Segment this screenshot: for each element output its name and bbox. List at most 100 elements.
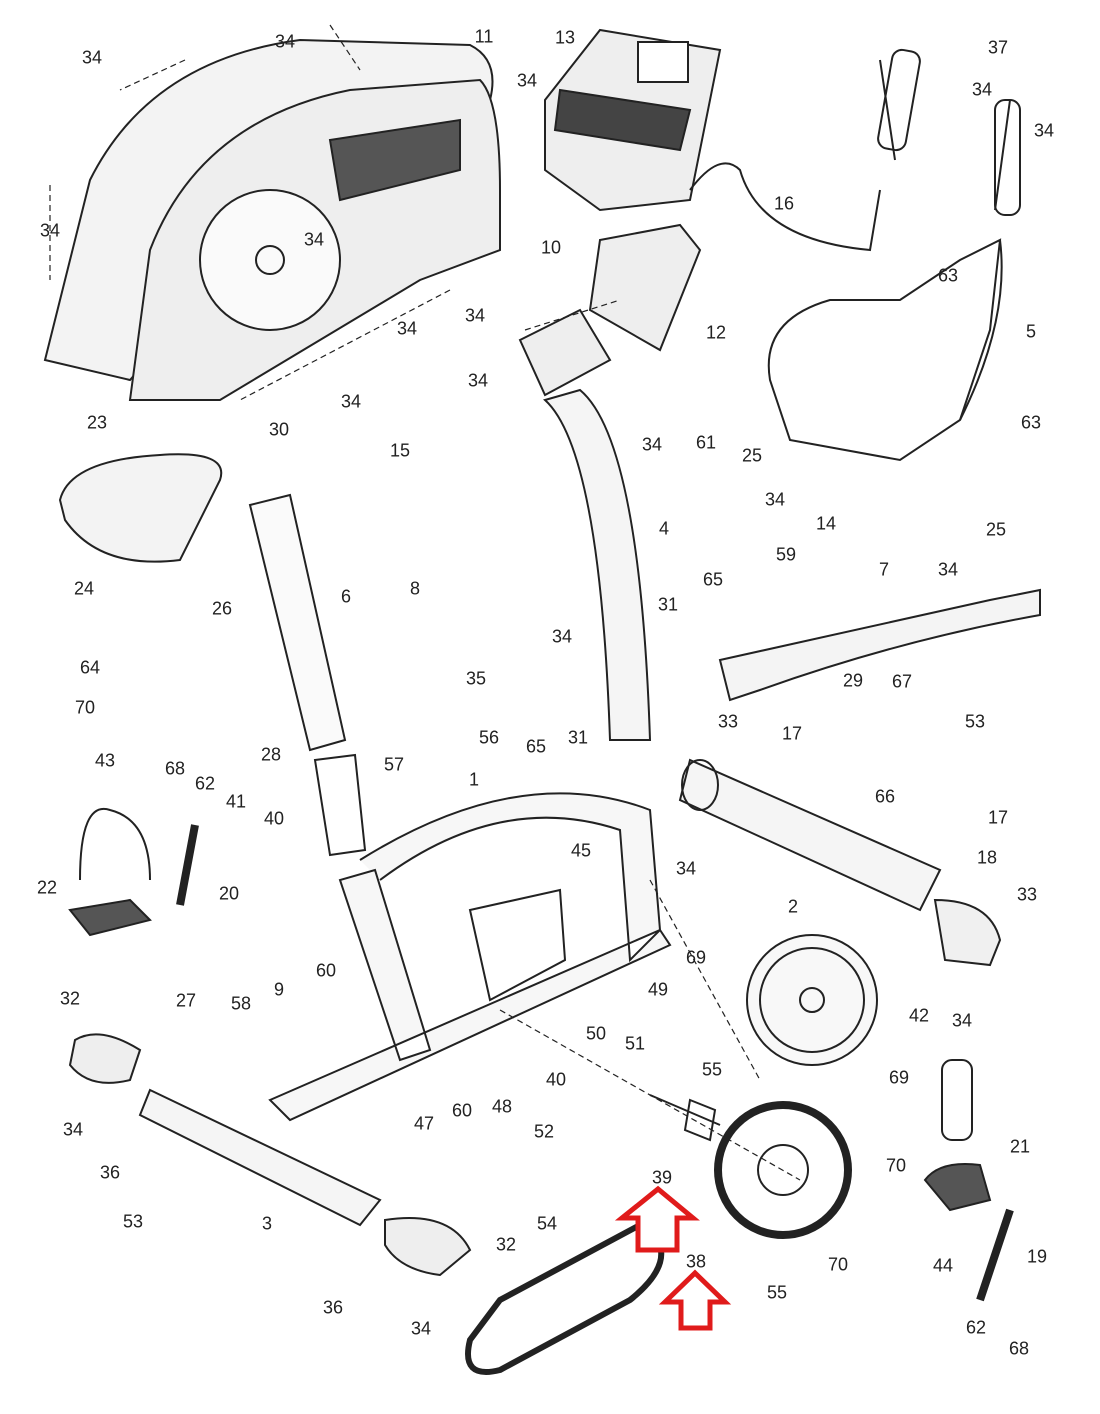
part-number-label: 3 <box>261 1213 273 1234</box>
part-number-label: 25 <box>741 445 763 466</box>
part-number-label: 34 <box>937 559 959 580</box>
front-stabilizer <box>138 1088 382 1227</box>
part-number-label: 20 <box>218 883 240 904</box>
part-number-label: 1 <box>468 769 480 790</box>
part-number-label: 28 <box>260 744 282 765</box>
part-number-label: 14 <box>815 513 837 534</box>
part-number-label: 44 <box>932 1255 954 1276</box>
part-number-label: 58 <box>230 993 252 1014</box>
part-number-label: 32 <box>59 988 81 1009</box>
part-number-label: 45 <box>570 840 592 861</box>
part-number-label: 34 <box>516 70 538 91</box>
part-number-label: 55 <box>766 1282 788 1303</box>
upright-tube <box>543 388 652 741</box>
part-number-label: 15 <box>389 440 411 461</box>
part-number-label: 2 <box>787 896 799 917</box>
part-number-label: 18 <box>976 847 998 868</box>
part-number-label: 34 <box>62 1119 84 1140</box>
part-number-label: 43 <box>94 750 116 771</box>
part-number-label: 24 <box>73 578 95 599</box>
part-number-label: 31 <box>657 594 679 615</box>
part-number-label: 13 <box>554 27 576 48</box>
part-number-label: 33 <box>717 711 739 732</box>
part-number-label: 34 <box>467 370 489 391</box>
part-number-label: 16 <box>773 193 795 214</box>
part-number-label: 36 <box>99 1162 121 1183</box>
part-number-label: 7 <box>878 559 890 580</box>
shroud-disc <box>199 189 341 331</box>
part-number-label: 51 <box>624 1033 646 1054</box>
part-number-label: 61 <box>695 432 717 453</box>
part-number-label: 69 <box>888 1067 910 1088</box>
part-number-label: 34 <box>274 31 296 52</box>
part-number-label: 30 <box>268 419 290 440</box>
part-number-label: 36 <box>322 1297 344 1318</box>
part-number-label: 4 <box>658 518 670 539</box>
part-number-label: 64 <box>79 657 101 678</box>
part-number-label: 34 <box>81 47 103 68</box>
part-number-label: 70 <box>74 697 96 718</box>
part-number-label: 67 <box>891 671 913 692</box>
pedal-right <box>923 1163 992 1212</box>
part-number-label: 53 <box>122 1211 144 1232</box>
part-number-label: 59 <box>775 544 797 565</box>
part-number-label: 41 <box>225 791 247 812</box>
seat-post <box>248 493 347 752</box>
part-number-label: 35 <box>465 668 487 689</box>
part-number-label: 34 <box>464 305 486 326</box>
part-number-label: 69 <box>685 947 707 968</box>
part-number-label: 34 <box>340 391 362 412</box>
part-number-label: 63 <box>1020 412 1042 433</box>
part-number-label: 57 <box>383 754 405 775</box>
part-number-label: 34 <box>641 434 663 455</box>
part-number-label: 34 <box>303 229 325 250</box>
part-number-label: 68 <box>1008 1338 1030 1359</box>
part-number-label: 33 <box>1016 884 1038 905</box>
part-number-label: 29 <box>842 670 864 691</box>
part-number-label: 47 <box>413 1113 435 1134</box>
part-number-label: 49 <box>647 979 669 1000</box>
part-number-label: 38 <box>685 1251 707 1272</box>
part-number-label: 37 <box>987 37 1009 58</box>
part-number-label: 62 <box>194 773 216 794</box>
part-number-label: 62 <box>965 1317 987 1338</box>
part-number-label: 40 <box>545 1069 567 1090</box>
part-number-label: 70 <box>827 1254 849 1275</box>
part-number-label: 65 <box>525 736 547 757</box>
part-number-label: 56 <box>478 727 500 748</box>
part-number-label: 34 <box>764 489 786 510</box>
part-number-label: 22 <box>36 877 58 898</box>
part-number-label: 39 <box>651 1167 673 1188</box>
part-number-label: 54 <box>536 1213 558 1234</box>
part-number-label: 66 <box>874 786 896 807</box>
part-number-label: 12 <box>705 322 727 343</box>
part-number-label: 48 <box>491 1096 513 1117</box>
part-number-label: 52 <box>533 1121 555 1142</box>
main-frame <box>268 792 672 1122</box>
part-number-label: 8 <box>409 578 421 599</box>
part-number-label: 21 <box>1009 1136 1031 1157</box>
pedal-left <box>68 898 152 937</box>
part-number-label: 70 <box>885 1155 907 1176</box>
part-number-label: 11 <box>474 26 494 47</box>
part-number-label: 34 <box>951 1010 973 1031</box>
part-number-label: 31 <box>567 727 589 748</box>
part-number-label: 60 <box>451 1100 473 1121</box>
rear-stabilizer <box>678 758 942 912</box>
part-number-label: 19 <box>1026 1246 1048 1267</box>
part-number-label: 34 <box>675 858 697 879</box>
part-number-label: 26 <box>211 598 233 619</box>
handlebar-part <box>689 162 1002 462</box>
part-number-label: 34 <box>39 220 61 241</box>
part-number-label: 60 <box>315 960 337 981</box>
part-number-label: 34 <box>410 1318 432 1339</box>
part-number-label: 17 <box>987 807 1009 828</box>
part-number-label: 40 <box>263 808 285 829</box>
highlight-arrow-39 <box>614 1185 700 1253</box>
part-number-label: 68 <box>164 758 186 779</box>
part-number-label: 10 <box>540 237 562 258</box>
part-number-label: 23 <box>86 412 108 433</box>
part-number-label: 6 <box>340 586 352 607</box>
